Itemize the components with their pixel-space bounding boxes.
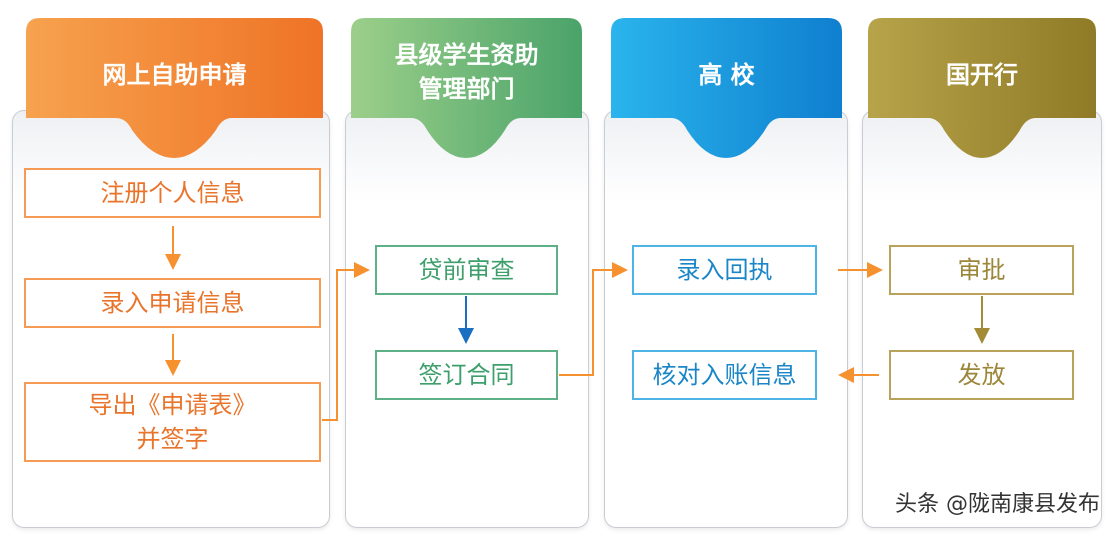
arrow-sign-to-receipt <box>559 262 628 376</box>
step-disburse: 发放 <box>889 350 1074 400</box>
column-title: 网上自助申请 <box>102 61 247 89</box>
step-sign-contract: 签订合同 <box>375 350 558 400</box>
step-label: 导出《申请表》 并签字 <box>88 391 257 453</box>
column-header-university: 高 校 <box>611 18 842 158</box>
column-title: 国开行 <box>946 61 1018 89</box>
column-title: 县级学生资助 管理部门 <box>394 41 539 103</box>
column-header-online-application: 网上自助申请 <box>26 18 323 158</box>
step-label: 录入申请信息 <box>100 289 245 317</box>
lane-university <box>604 110 848 528</box>
column-title: 高 校 <box>698 61 755 89</box>
header-shape <box>868 18 1096 158</box>
header-shape <box>611 18 842 158</box>
step-label: 审批 <box>957 256 1006 284</box>
step-label: 签订合同 <box>418 361 515 389</box>
step-enter-receipt: 录入回执 <box>632 245 817 295</box>
step-pre-loan-review: 贷前审查 <box>375 245 558 295</box>
column-header-county-office: 县级学生资助 管理部门 <box>351 18 582 158</box>
step-register: 注册个人信息 <box>24 168 321 218</box>
step-label: 发放 <box>957 361 1006 389</box>
step-label: 注册个人信息 <box>100 179 245 207</box>
header-shape <box>26 18 323 158</box>
step-label: 贷前审查 <box>418 256 515 284</box>
arrow-export-to-review <box>322 262 370 421</box>
step-approve: 审批 <box>889 245 1074 295</box>
column-header-cdb: 国开行 <box>868 18 1096 158</box>
step-label: 核对入账信息 <box>652 361 797 389</box>
watermark: 头条 @陇南康县发布 <box>895 492 1100 517</box>
header-shape <box>351 18 582 158</box>
step-enter-application: 录入申请信息 <box>24 278 321 328</box>
step-label: 录入回执 <box>676 256 773 284</box>
step-verify-account: 核对入账信息 <box>632 350 817 400</box>
step-export-form: 导出《申请表》 并签字 <box>24 382 321 462</box>
